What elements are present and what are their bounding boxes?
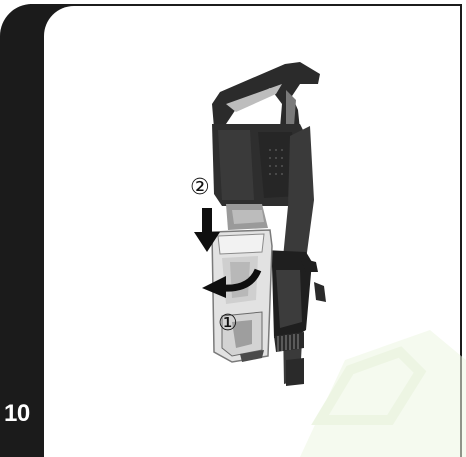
vacuum-motor-body <box>212 124 308 206</box>
step-two-label: ② <box>190 175 210 200</box>
page-side-tab <box>0 4 44 457</box>
step-one-curved-arrow <box>202 268 262 298</box>
vacuum-bracket <box>264 250 326 340</box>
watermark-logo <box>300 330 466 457</box>
right-border-line <box>460 4 462 457</box>
step-two-arrow-down <box>194 208 220 252</box>
vacuum-handle <box>212 62 320 134</box>
page-number: 10 <box>4 400 30 427</box>
vacuum-brush <box>274 332 304 352</box>
top-border-line <box>30 4 462 6</box>
dust-bin <box>211 229 273 363</box>
vacuum-neck <box>226 204 268 230</box>
step-one-label: ① <box>218 311 238 336</box>
